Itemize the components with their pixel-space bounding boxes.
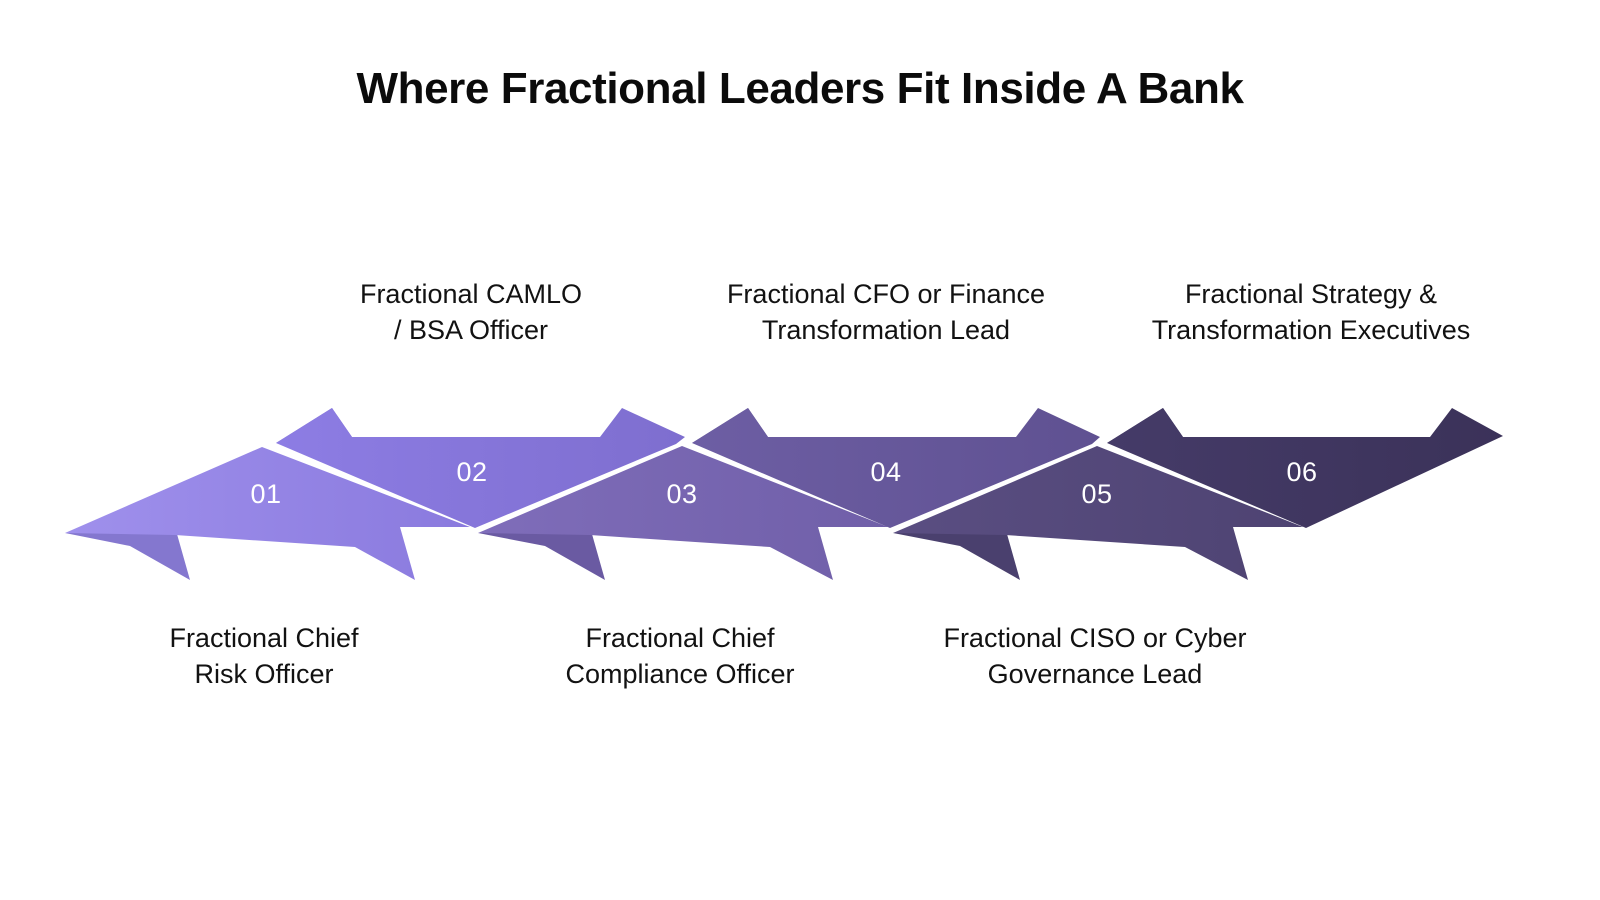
arrow-step-06-number: 06 (1286, 457, 1317, 487)
arrow-step-04[interactable]: 04 (692, 408, 1100, 528)
arrow-step-06[interactable]: 06 (1107, 408, 1503, 528)
arrow-step-05-number: 05 (1081, 479, 1112, 509)
arrow-step-02-number: 02 (456, 457, 487, 487)
step-label-02: Fractional CAMLO / BSA Officer (359, 279, 583, 345)
arrow-step-04-number: 04 (870, 457, 901, 487)
arrow-step-05-body (893, 446, 1303, 580)
arrow-step-03-number: 03 (666, 479, 697, 509)
arrow-step-03[interactable]: 03 (478, 446, 888, 580)
arrow-step-01-number: 01 (250, 479, 281, 509)
step-label-06: Fractional Strategy & Transformation Exe… (1151, 279, 1471, 345)
page-title: Where Fractional Leaders Fit Inside A Ba… (356, 64, 1244, 113)
arrow-step-06-body (1107, 408, 1503, 528)
step-label-03: Fractional Chief Compliance Officer (565, 623, 795, 689)
arrow-step-03-body (478, 446, 888, 580)
arrow-step-04-body (692, 408, 1100, 528)
step-label-04: Fractional CFO or Finance Transformation… (726, 279, 1046, 345)
step-label-01: Fractional Chief Risk Officer (169, 623, 359, 689)
arrow-step-01-body (65, 447, 470, 580)
arrow-step-01[interactable]: 01 (65, 447, 470, 580)
arrow-step-05-tail (893, 527, 1020, 580)
arrow-step-01-tail (65, 527, 190, 580)
arrow-step-03-tail (478, 527, 605, 580)
arrow-step-05[interactable]: 05 (893, 446, 1303, 580)
arrow-step-02-body (276, 408, 685, 528)
arrow-step-02[interactable]: 02 (276, 408, 685, 528)
step-label-05: Fractional CISO or Cyber Governance Lead (943, 623, 1247, 689)
